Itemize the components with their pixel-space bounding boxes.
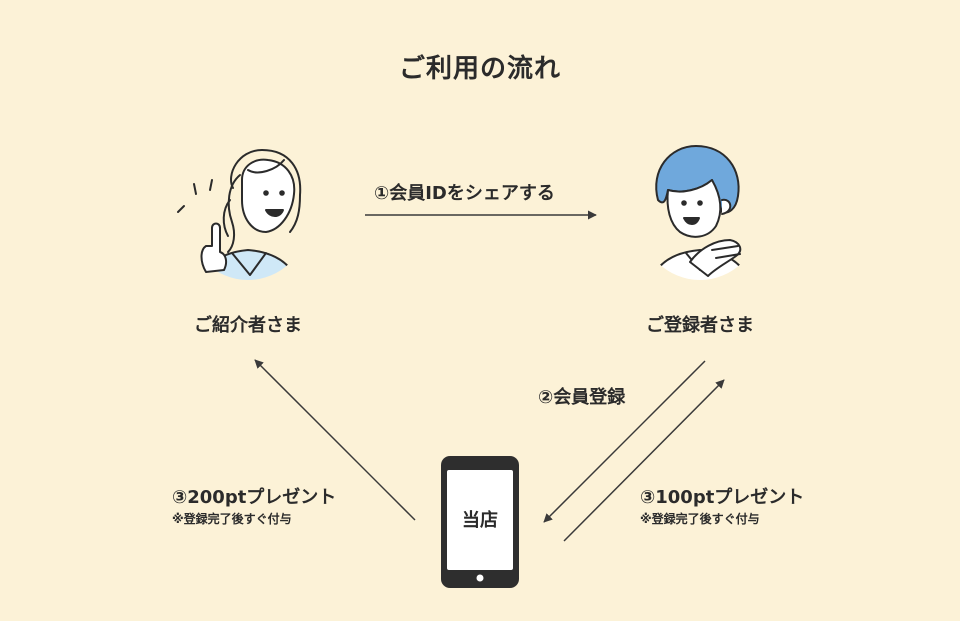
reward-registrant-arrow [563,379,725,542]
page-title: ご利用の流れ [398,54,561,84]
reward-registrant-label: ③100ptプレゼント [640,487,805,508]
reward-referrer-label: ③200ptプレゼント [172,487,337,508]
reward-registrant-note: ※登録完了後すぐ付与 [640,512,760,526]
register-step-label: ②会員登録 [538,387,626,408]
registrant-person-illustration [647,145,753,280]
referrer-person-illustration [177,149,302,280]
registrant-label: ご登録者さま [646,315,754,336]
reward-referrer-note: ※登録完了後すぐ付与 [172,512,292,526]
share-step-label: ①会員IDをシェアする [374,183,555,204]
reward-referrer-arrow [254,359,416,521]
referrer-label: ご紹介者さま [194,315,302,336]
register-arrow [543,360,706,523]
smartphone-icon [441,456,519,588]
store-label: 当店 [462,510,498,531]
